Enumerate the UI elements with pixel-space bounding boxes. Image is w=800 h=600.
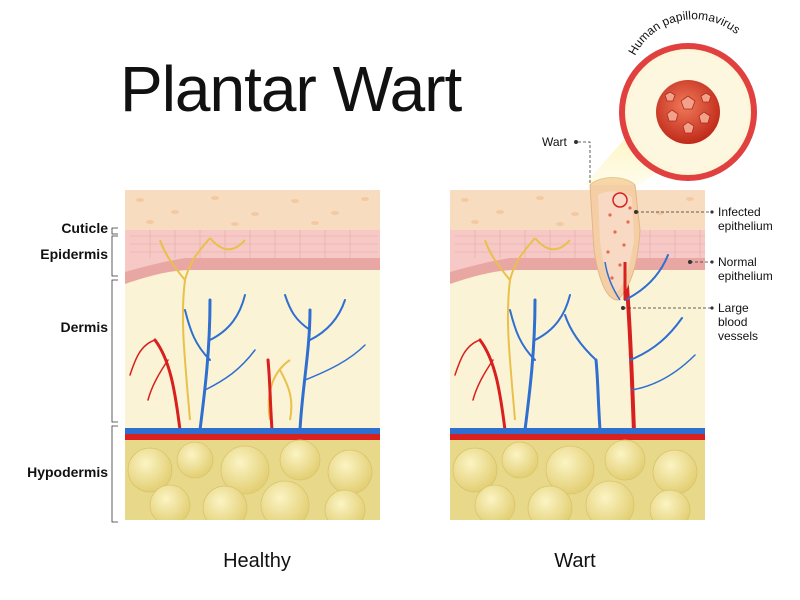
cuticle-dots xyxy=(461,196,694,226)
epidermis-cells xyxy=(455,230,705,258)
callout-infected-line2: epithelium xyxy=(718,219,773,233)
callout-normal-epithelium: Normal epithelium xyxy=(718,255,773,283)
blood-vessels xyxy=(129,294,366,432)
main-vessels xyxy=(450,428,705,440)
basal-layer xyxy=(125,258,380,284)
page-title: Plantar Wart xyxy=(120,53,462,125)
healthy-skin-block xyxy=(125,190,380,520)
infected-cell xyxy=(612,192,628,208)
fat-cells xyxy=(127,439,373,520)
callout-large-blood-vessels: Large blood vessels xyxy=(718,301,758,343)
basal-layer xyxy=(450,258,705,284)
nerve-fibers xyxy=(484,237,571,421)
layer-label-dermis: Dermis xyxy=(60,319,108,335)
callout-vessels-line2: blood xyxy=(718,315,748,329)
fat-cells xyxy=(452,439,698,520)
wart-skin-block xyxy=(450,190,705,520)
cuticle-dots xyxy=(136,196,369,226)
callout-normal-line2: epithelium xyxy=(718,269,773,283)
wart-lesion xyxy=(589,177,641,301)
epidermis-layer xyxy=(450,230,705,280)
layer-label-epidermis: Epidermis xyxy=(40,246,108,262)
caption-healthy: Healthy xyxy=(223,550,291,572)
epidermis-layer xyxy=(125,230,380,280)
main-vessels xyxy=(125,428,380,440)
callout-infected-epithelium: Infected epithelium xyxy=(718,205,773,233)
callout-dots xyxy=(574,140,714,310)
callout-vessels-line3: vessels xyxy=(718,329,759,343)
callout-lines xyxy=(578,141,712,309)
layer-brackets xyxy=(111,227,118,523)
callout-infected-line1: Infected xyxy=(718,205,761,219)
layer-label-cuticle: Cuticle xyxy=(61,220,108,236)
virus-particles xyxy=(606,206,632,280)
epidermis-cells xyxy=(130,230,378,258)
callout-normal-line1: Normal xyxy=(718,255,757,269)
cuticle-layer xyxy=(125,190,380,230)
cuticle-layer xyxy=(450,190,705,230)
callout-vessels-line1: Large xyxy=(718,301,749,315)
layer-label-hypodermis: Hypodermis xyxy=(27,464,108,480)
caption-wart: Wart xyxy=(554,550,596,572)
callout-wart: Wart xyxy=(542,135,567,149)
virus-magnifier xyxy=(619,43,757,181)
nerve-fibers xyxy=(159,237,293,421)
virus-particle-icon xyxy=(656,80,720,144)
